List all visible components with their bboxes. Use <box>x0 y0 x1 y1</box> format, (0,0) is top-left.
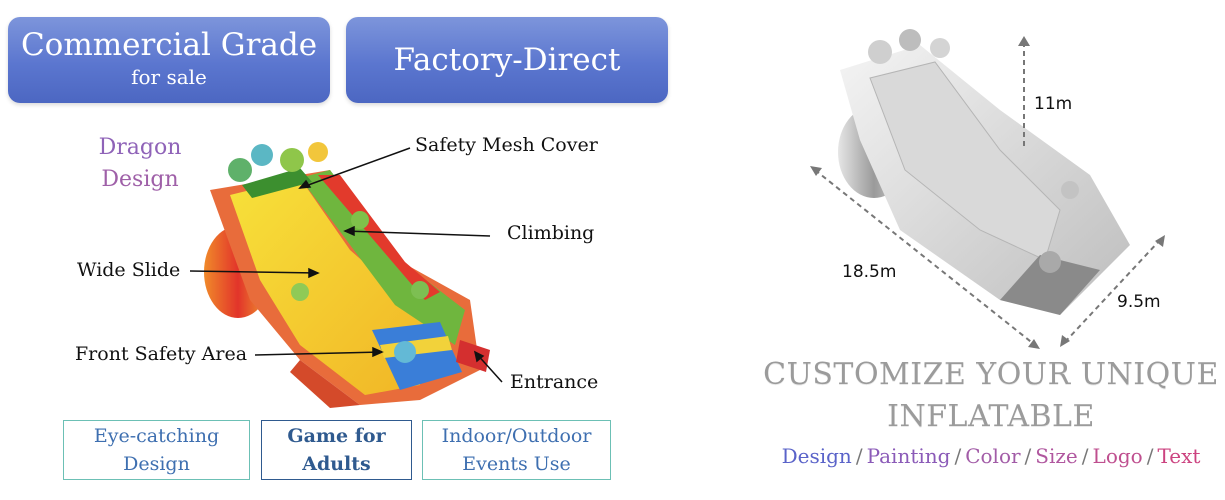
option-separator: / <box>1024 444 1032 468</box>
feature-line: Indoor/Outdoor <box>441 425 592 447</box>
dimension-length-label: 18.5m <box>842 262 897 282</box>
feature-line: Adults <box>302 453 371 475</box>
commercial-grade-title: Commercial Grade <box>20 27 318 63</box>
dragon-design-line1: Dragon <box>98 135 182 160</box>
option-separator: / <box>855 444 863 468</box>
callout-climbing: Climbing <box>507 222 595 244</box>
option-painting: Painting <box>866 444 951 468</box>
for-sale-subtitle: for sale <box>131 65 207 89</box>
customize-heading: CUSTOMIZE YOUR UNIQUE INFLATABLE <box>760 354 1222 438</box>
customize-line1: CUSTOMIZE YOUR UNIQUE <box>763 357 1219 392</box>
callout-arrows <box>189 147 503 383</box>
callout-wide-slide: Wide Slide <box>77 259 181 281</box>
dimension-slide-image <box>838 29 1130 315</box>
option-size: Size <box>1035 444 1078 468</box>
feature-line: Events Use <box>462 453 571 475</box>
dimension-height-label: 11m <box>1034 94 1073 114</box>
factory-direct-badge: Factory-Direct <box>346 17 668 103</box>
feature-line: Game for <box>287 425 386 447</box>
dimension-width-label: 9.5m <box>1117 292 1161 312</box>
option-logo: Logo <box>1092 444 1143 468</box>
dimension-lines <box>814 42 1161 346</box>
option-text: Text <box>1157 444 1201 468</box>
option-separator: / <box>1146 444 1154 468</box>
customize-line2: INFLATABLE <box>887 399 1095 434</box>
dimension-arrowheads <box>810 36 1165 349</box>
customization-options: Design/Painting/Color/Size/Logo/Text <box>760 444 1222 468</box>
feature-line: Design <box>123 453 190 475</box>
option-separator: / <box>954 444 962 468</box>
dragon-slide-image <box>204 142 490 408</box>
feature-line: Eye-catching <box>93 425 220 447</box>
factory-direct-title: Factory-Direct <box>393 42 621 78</box>
callout-safety-mesh-cover: Safety Mesh Cover <box>415 134 598 156</box>
dragon-design-label: Dragon Design <box>85 132 195 196</box>
option-separator: / <box>1081 444 1089 468</box>
dragon-design-line2: Design <box>101 167 179 192</box>
commercial-grade-badge: Commercial Grade for sale <box>8 17 330 103</box>
callout-front-safety-area: Front Safety Area <box>75 343 248 365</box>
callout-entrance: Entrance <box>510 371 599 393</box>
option-design: Design <box>781 444 852 468</box>
option-color: Color <box>965 444 1021 468</box>
